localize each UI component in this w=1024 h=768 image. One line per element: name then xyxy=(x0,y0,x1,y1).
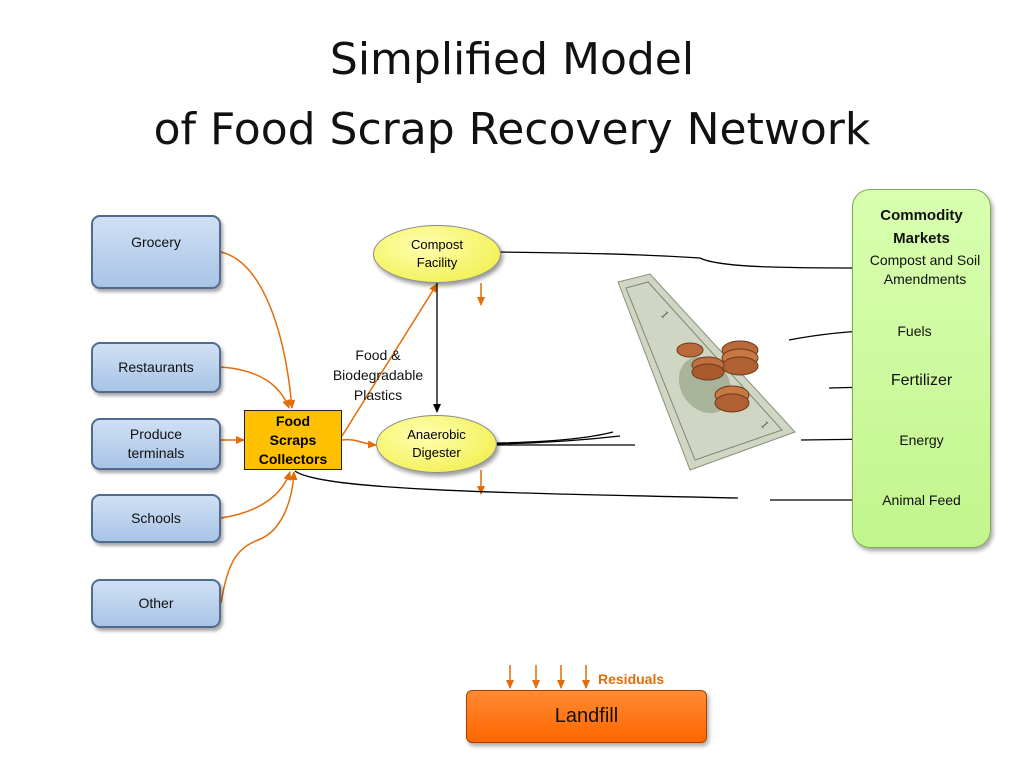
link-collectors-feed xyxy=(294,470,739,499)
commodity-markets-title: Commodity Markets xyxy=(880,207,963,247)
source-other: Other xyxy=(91,579,221,628)
anaerobic-digester: Anaerobic Digester xyxy=(376,415,497,473)
source-restaurants-label: Restaurants xyxy=(118,359,194,375)
page-title-line1: Simplified Model xyxy=(329,34,695,85)
link-grocery-collectors xyxy=(220,251,296,409)
compost-facility-label: Compost Facility xyxy=(410,237,464,270)
landfill: Landfill xyxy=(466,690,707,743)
link-schools-collectors xyxy=(220,471,292,519)
landfill-label: Landfill xyxy=(554,705,619,727)
source-restaurants: Restaurants xyxy=(91,342,221,393)
source-schools: Schools xyxy=(91,494,221,543)
market-compost-soil-amendments: Compost and Soil Amendments xyxy=(869,252,981,287)
compost-facility: Compost Facility xyxy=(373,225,501,283)
digester-line-a xyxy=(496,431,614,444)
food-scraps-collectors-label: Food Scraps Collectors xyxy=(258,412,328,467)
link-other-collectors xyxy=(220,471,298,604)
link-collectors-compost xyxy=(341,283,438,437)
source-grocery-label: Grocery xyxy=(131,234,181,250)
anaerobic-digester-label: Anaerobic Digester xyxy=(407,427,466,460)
food-biodegradable-plastics-label: Food & Biodegradable Plastics xyxy=(332,347,424,403)
digester-line-b xyxy=(496,435,621,445)
commodity-markets-panel xyxy=(852,189,991,548)
market-fuels: Fuels xyxy=(897,323,932,339)
market-animal-feed: Animal Feed xyxy=(882,492,961,508)
market-energy: Energy xyxy=(899,432,944,448)
source-other-label: Other xyxy=(138,595,174,611)
source-schools-label: Schools xyxy=(131,510,181,526)
link-restaurants-collectors xyxy=(220,366,290,409)
link-compost-market xyxy=(499,251,875,272)
market-fertilizer: Fertilizer xyxy=(890,372,953,389)
page-title-line2: of Food Scrap Recovery Network xyxy=(153,104,871,155)
source-grocery: Grocery xyxy=(91,215,221,289)
food-scraps-collectors: Food Scraps Collectors xyxy=(244,410,342,470)
source-produce-terminals-label: Produce terminals xyxy=(127,426,185,461)
residuals-label: Residuals xyxy=(598,671,665,687)
link-collectors-digester xyxy=(341,438,377,449)
dollar-bill-with-coins-icon: 1 1 xyxy=(617,273,796,471)
source-produce-terminals: Produce terminals xyxy=(91,418,221,470)
